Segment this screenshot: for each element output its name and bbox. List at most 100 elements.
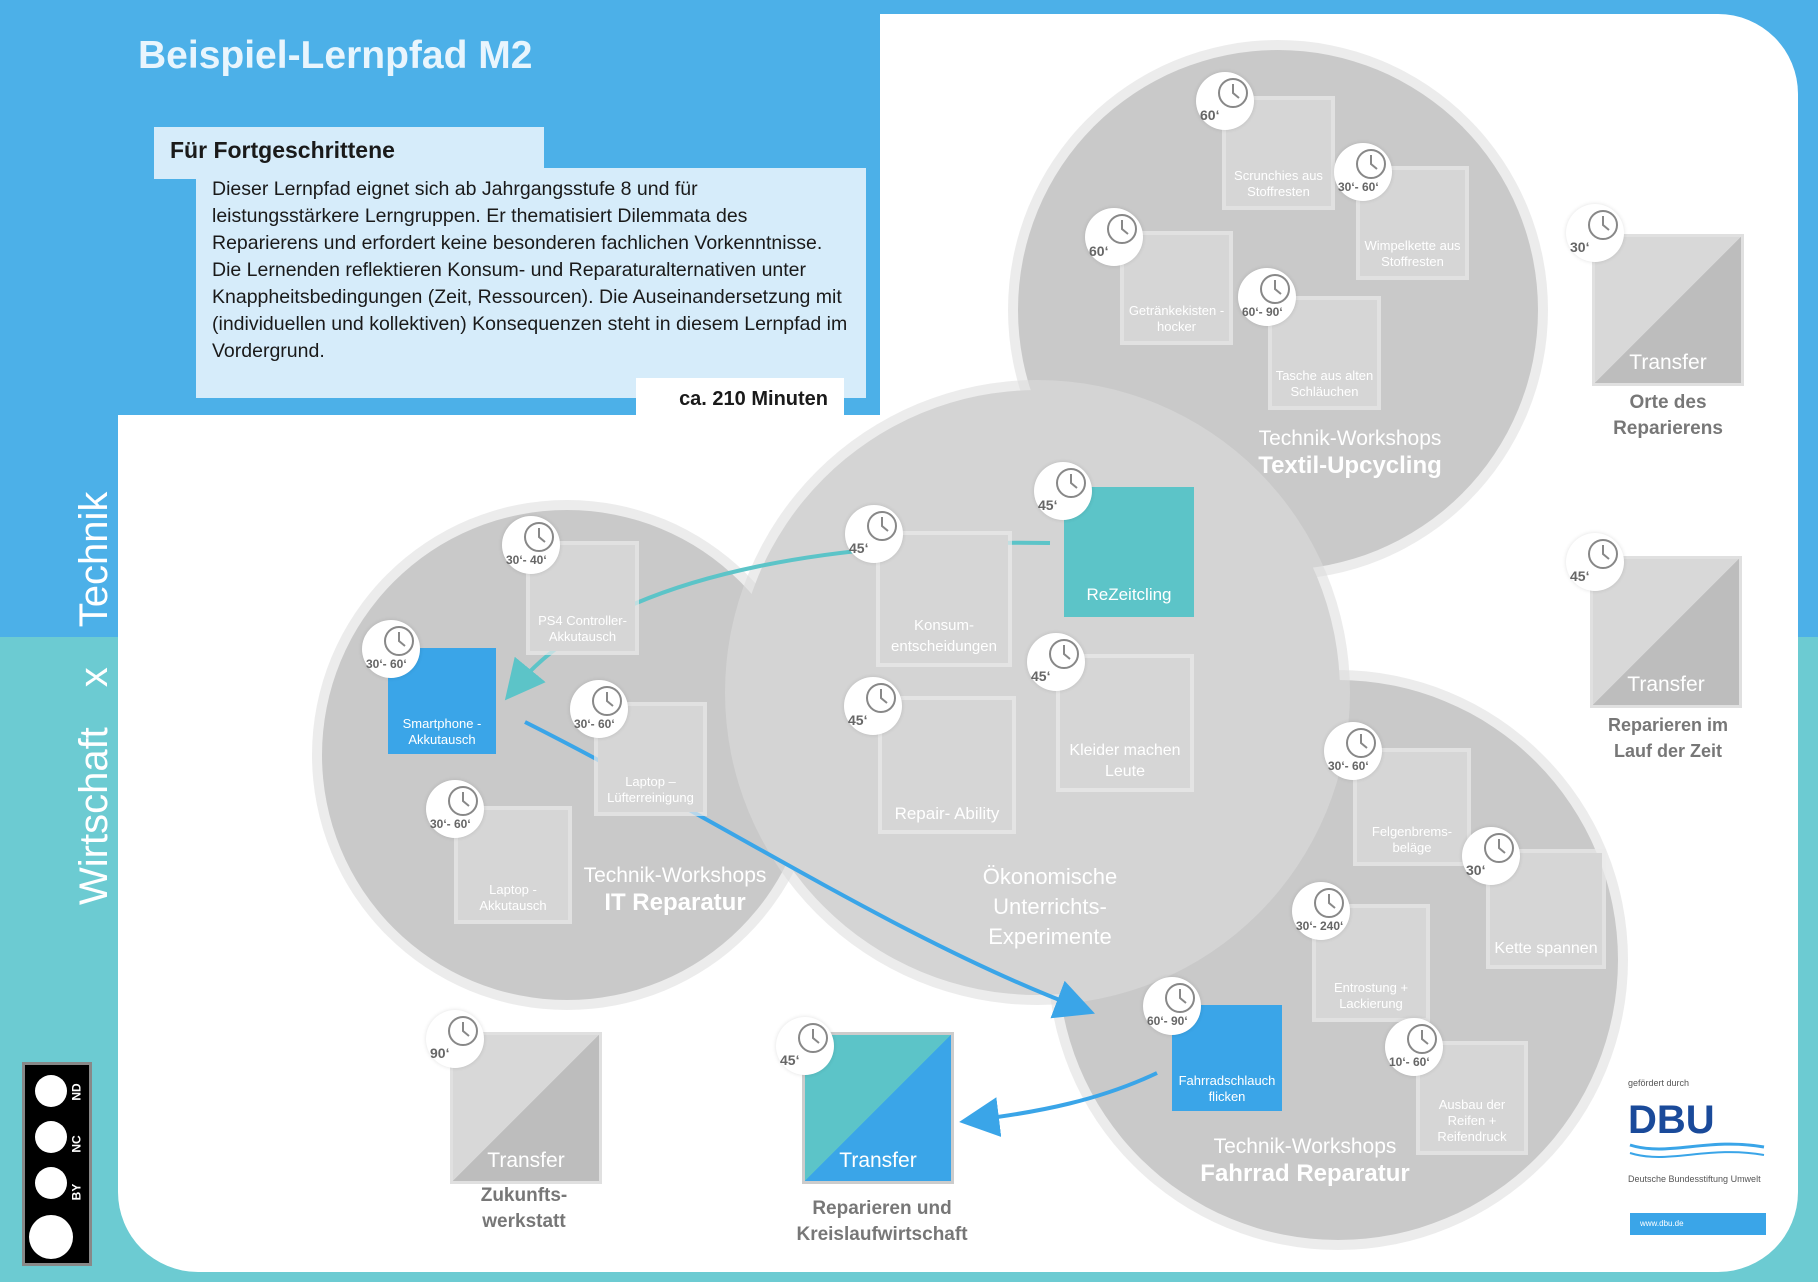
transfer-zukunft-caption: Zukunfts- werkstatt [480,1185,568,1232]
clock-icon: 45‘ [1566,533,1624,591]
clock-icon: 10‘- 60‘ [1385,1018,1443,1076]
card-label: Tasche aus alten Schläuchen [1275,368,1374,399]
clock-icon: 45‘ [845,505,903,563]
card-tasche[interactable]: Tasche aus alten Schläuchen [1272,300,1377,406]
transfer-label: Transfer [839,1149,917,1172]
card-label: Fahrradschlauch flicken [1178,1073,1276,1104]
duration-label: ca. 210 Minuten [636,378,844,418]
clock-icon: 30‘- 60‘ [570,680,628,738]
clock-icon: 30‘- 60‘ [1324,722,1382,780]
clock-icon: 30‘- 60‘ [362,620,420,678]
dbu-url[interactable]: www.dbu.de [1630,1213,1766,1235]
clock-time: 60‘ [1089,243,1109,259]
clock-icon: 60‘- 90‘ [1143,977,1201,1035]
card-label: Repair- Ability [894,804,1000,823]
card-getraenke[interactable]: Getränkekisten -hocker [1124,235,1229,341]
clock-time: 60‘- 90‘ [1242,305,1283,319]
transfer-zukunft[interactable]: Transfer [450,1032,602,1184]
clock-icon: 30‘- 60‘ [426,780,484,838]
card-konsum[interactable]: Konsum- entscheidungen [880,535,1008,663]
card-label: Kleider machen Leute [1069,742,1181,780]
clock-time: 60‘ [1200,107,1220,123]
clock-time: 45‘ [1570,568,1590,584]
transfer-label: Transfer [1629,351,1707,374]
clock-time: 45‘ [849,540,869,556]
group-title: IT Reparatur [604,889,746,916]
description-box: Dieser Lernpfad eignet sich ab Jahrgangs… [196,168,866,398]
dbu-wave-icon [1629,1142,1765,1158]
clock-time: 30‘ [1570,239,1590,255]
group-line: Technik-Workshops [583,864,767,887]
dbu-name: Deutsche Bundesstiftung Umwelt [1628,1174,1761,1184]
clock-time: 45‘ [1031,668,1051,684]
group-line: Ökonomische [982,864,1118,889]
group-line: Unterrichts- [993,894,1107,919]
card-label: Getränkekisten -hocker [1128,303,1225,334]
group-title: Fahrrad Reparatur [1200,1160,1410,1187]
card-kleider[interactable]: Kleider machen Leute [1060,658,1190,788]
clock-time: 30‘- 60‘ [574,717,615,731]
card-label: Kette spannen [1494,940,1598,957]
clock-time: 30‘- 60‘ [1338,180,1379,194]
clock-icon: 45‘ [1027,633,1085,691]
clock-time: 30‘- 60‘ [430,817,471,831]
card-label: Laptop – Lüfterreinigung [607,774,694,805]
clock-icon: 30‘- 40‘ [502,516,560,574]
group-line: Experimente [988,924,1112,949]
clock-icon: 90‘ [426,1010,484,1068]
cc-license-badge[interactable]: ND NC BY [22,1062,92,1266]
card-label: Ausbau der Reifen + Reifendruck [1437,1097,1507,1144]
group-line: Technik-Workshops [1258,427,1442,450]
clock-icon: 60‘ [1085,208,1143,266]
group-title: Textil-Upcycling [1258,452,1442,479]
card-label: Smartphone - Akkutausch [402,716,482,747]
card-label: Scrunchies aus Stoffresten [1234,168,1323,199]
clock-time: 60‘- 90‘ [1147,1014,1188,1028]
clock-time: 30‘ [1466,862,1486,878]
group-line: Technik-Workshops [1213,1135,1397,1158]
transfer-orte-caption: Orte des Reparierens [1613,392,1723,439]
clock-time: 30‘- 240‘ [1296,919,1344,933]
arrow-fahrradschlauch-kreislauf [959,1071,1158,1137]
clock-time: 30‘- 60‘ [366,657,407,671]
transfer-orte[interactable]: Transfer [1592,234,1744,386]
clock-icon: 45‘ [1034,462,1092,520]
clock-icon: 45‘ [844,677,902,735]
card-label: PS4 Controller- Akkutausch [538,613,627,644]
transfer-zeit-caption: Reparieren im Lauf der Zeit [1607,715,1729,761]
transfer-label: Transfer [1627,673,1705,696]
card-label: Entrostung + Lackierung [1333,980,1409,1011]
card-laptopakku[interactable]: Laptop - Akkutausch [458,810,568,920]
clock-time: 90‘ [430,1045,450,1061]
dbu-logo: DBU [1628,1098,1715,1142]
clock-time: 45‘ [780,1052,800,1068]
card-felgen[interactable]: Felgenbrems- beläge [1357,752,1467,862]
card-label: Wimpelkette aus Stoffresten [1364,238,1461,269]
clock-time: 45‘ [848,712,868,728]
page-title: Beispiel-Lernpfad M2 [138,34,533,77]
clock-icon: 60‘ [1196,72,1254,130]
card-label: Laptop - Akkutausch [479,882,547,913]
cc-icons [29,1075,73,1259]
clock-time: 45‘ [1038,497,1058,513]
clock-icon: 30‘ [1566,204,1624,262]
dbu-funded: gefördert durch [1628,1078,1690,1088]
transfer-kreislauf-caption: Reparieren und Kreislaufwirtschaft [796,1198,968,1245]
transfer-label: Transfer [487,1149,565,1172]
clock-time: 10‘- 60‘ [1389,1055,1430,1069]
clock-time: 30‘- 40‘ [506,553,547,567]
clock-icon: 30‘- 240‘ [1292,882,1350,940]
card-label: ReZeitcling [1086,585,1172,604]
card-label: Felgenbrems- beläge [1371,824,1453,855]
card-label: Konsum- entscheidungen [891,617,997,655]
clock-icon: 60‘- 90‘ [1238,268,1296,326]
card-repair[interactable]: Repair- Ability [882,700,1012,830]
clock-icon: 30‘- 60‘ [1334,143,1392,201]
clock-time: 30‘- 60‘ [1328,759,1369,773]
clock-icon: 30‘ [1462,827,1520,885]
clock-icon: 45‘ [776,1017,834,1075]
